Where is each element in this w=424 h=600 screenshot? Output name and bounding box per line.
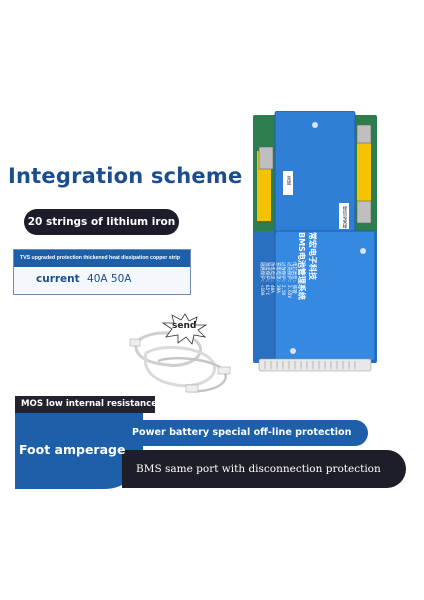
cable-loop-2 — [143, 346, 216, 388]
mos-band-accent — [155, 396, 413, 413]
page-headline: Integration scheme — [8, 164, 243, 188]
connector — [258, 358, 372, 372]
tag-right — [339, 203, 349, 229]
spec-line: 电芯类型: 铁锂 — [291, 262, 296, 294]
bms-pill: BMS same port with disconnection protect… — [122, 450, 406, 488]
copper-right — [357, 141, 371, 211]
plug-2 — [185, 384, 199, 393]
send-burst-icon — [161, 313, 208, 345]
sink-left-top — [258, 146, 274, 170]
send-label: send — [172, 321, 197, 331]
cables-image — [129, 331, 231, 393]
board-text: 常宏电子科技 BMS电池管理系统 — [296, 232, 318, 300]
board-specs: 电芯类型: 铁锂 过充保护: 3.65V 过放保护: 2.5V 充电电流: 20… — [258, 262, 296, 298]
spec-line: 过充保护: 3.65V — [285, 262, 291, 299]
foot-block — [15, 413, 143, 489]
sink-right — [356, 200, 372, 224]
power-pill: Power battery special off-line protectio… — [122, 420, 368, 446]
tvs-panel: TVS upgraded protection thickened heat d… — [13, 249, 191, 295]
screw-2 — [360, 248, 366, 254]
current-label: current — [36, 273, 80, 285]
connector-pins — [264, 361, 356, 369]
spec-line: 放电电流: 40A — [269, 262, 275, 293]
tvs-strip: TVS upgraded protection thickened heat d… — [14, 250, 190, 267]
mos-band: MOS low internal resistance — [15, 396, 157, 413]
spec-line: 充电电流: 20A — [274, 262, 280, 293]
current-line: current 40A 50A — [14, 267, 190, 285]
plug-3 — [217, 366, 231, 375]
board-title-2: BMS电池管理系统 — [297, 232, 306, 300]
strings-pill: 20 strings of lithium iron — [24, 209, 179, 235]
board-left-label: 充放 — [286, 176, 291, 185]
screw-3 — [290, 348, 296, 354]
bms-board-image — [253, 111, 377, 372]
screw-1 — [312, 122, 318, 128]
board-title-1: 常宏电子科技 — [308, 232, 317, 280]
board-right-label: 接信号采样 — [342, 206, 347, 229]
foot-amperage-label: Foot amperage — [19, 442, 126, 457]
spec-line: 过放保护: 2.5V — [280, 262, 286, 296]
tag-left — [283, 171, 293, 195]
current-values: 40A 50A — [87, 273, 132, 285]
sink-right-top — [356, 124, 372, 144]
spec-line: 温度保护: 65°C — [263, 262, 269, 296]
plug-1 — [129, 338, 141, 347]
spec-line: 短路保护: <10A — [258, 262, 264, 296]
